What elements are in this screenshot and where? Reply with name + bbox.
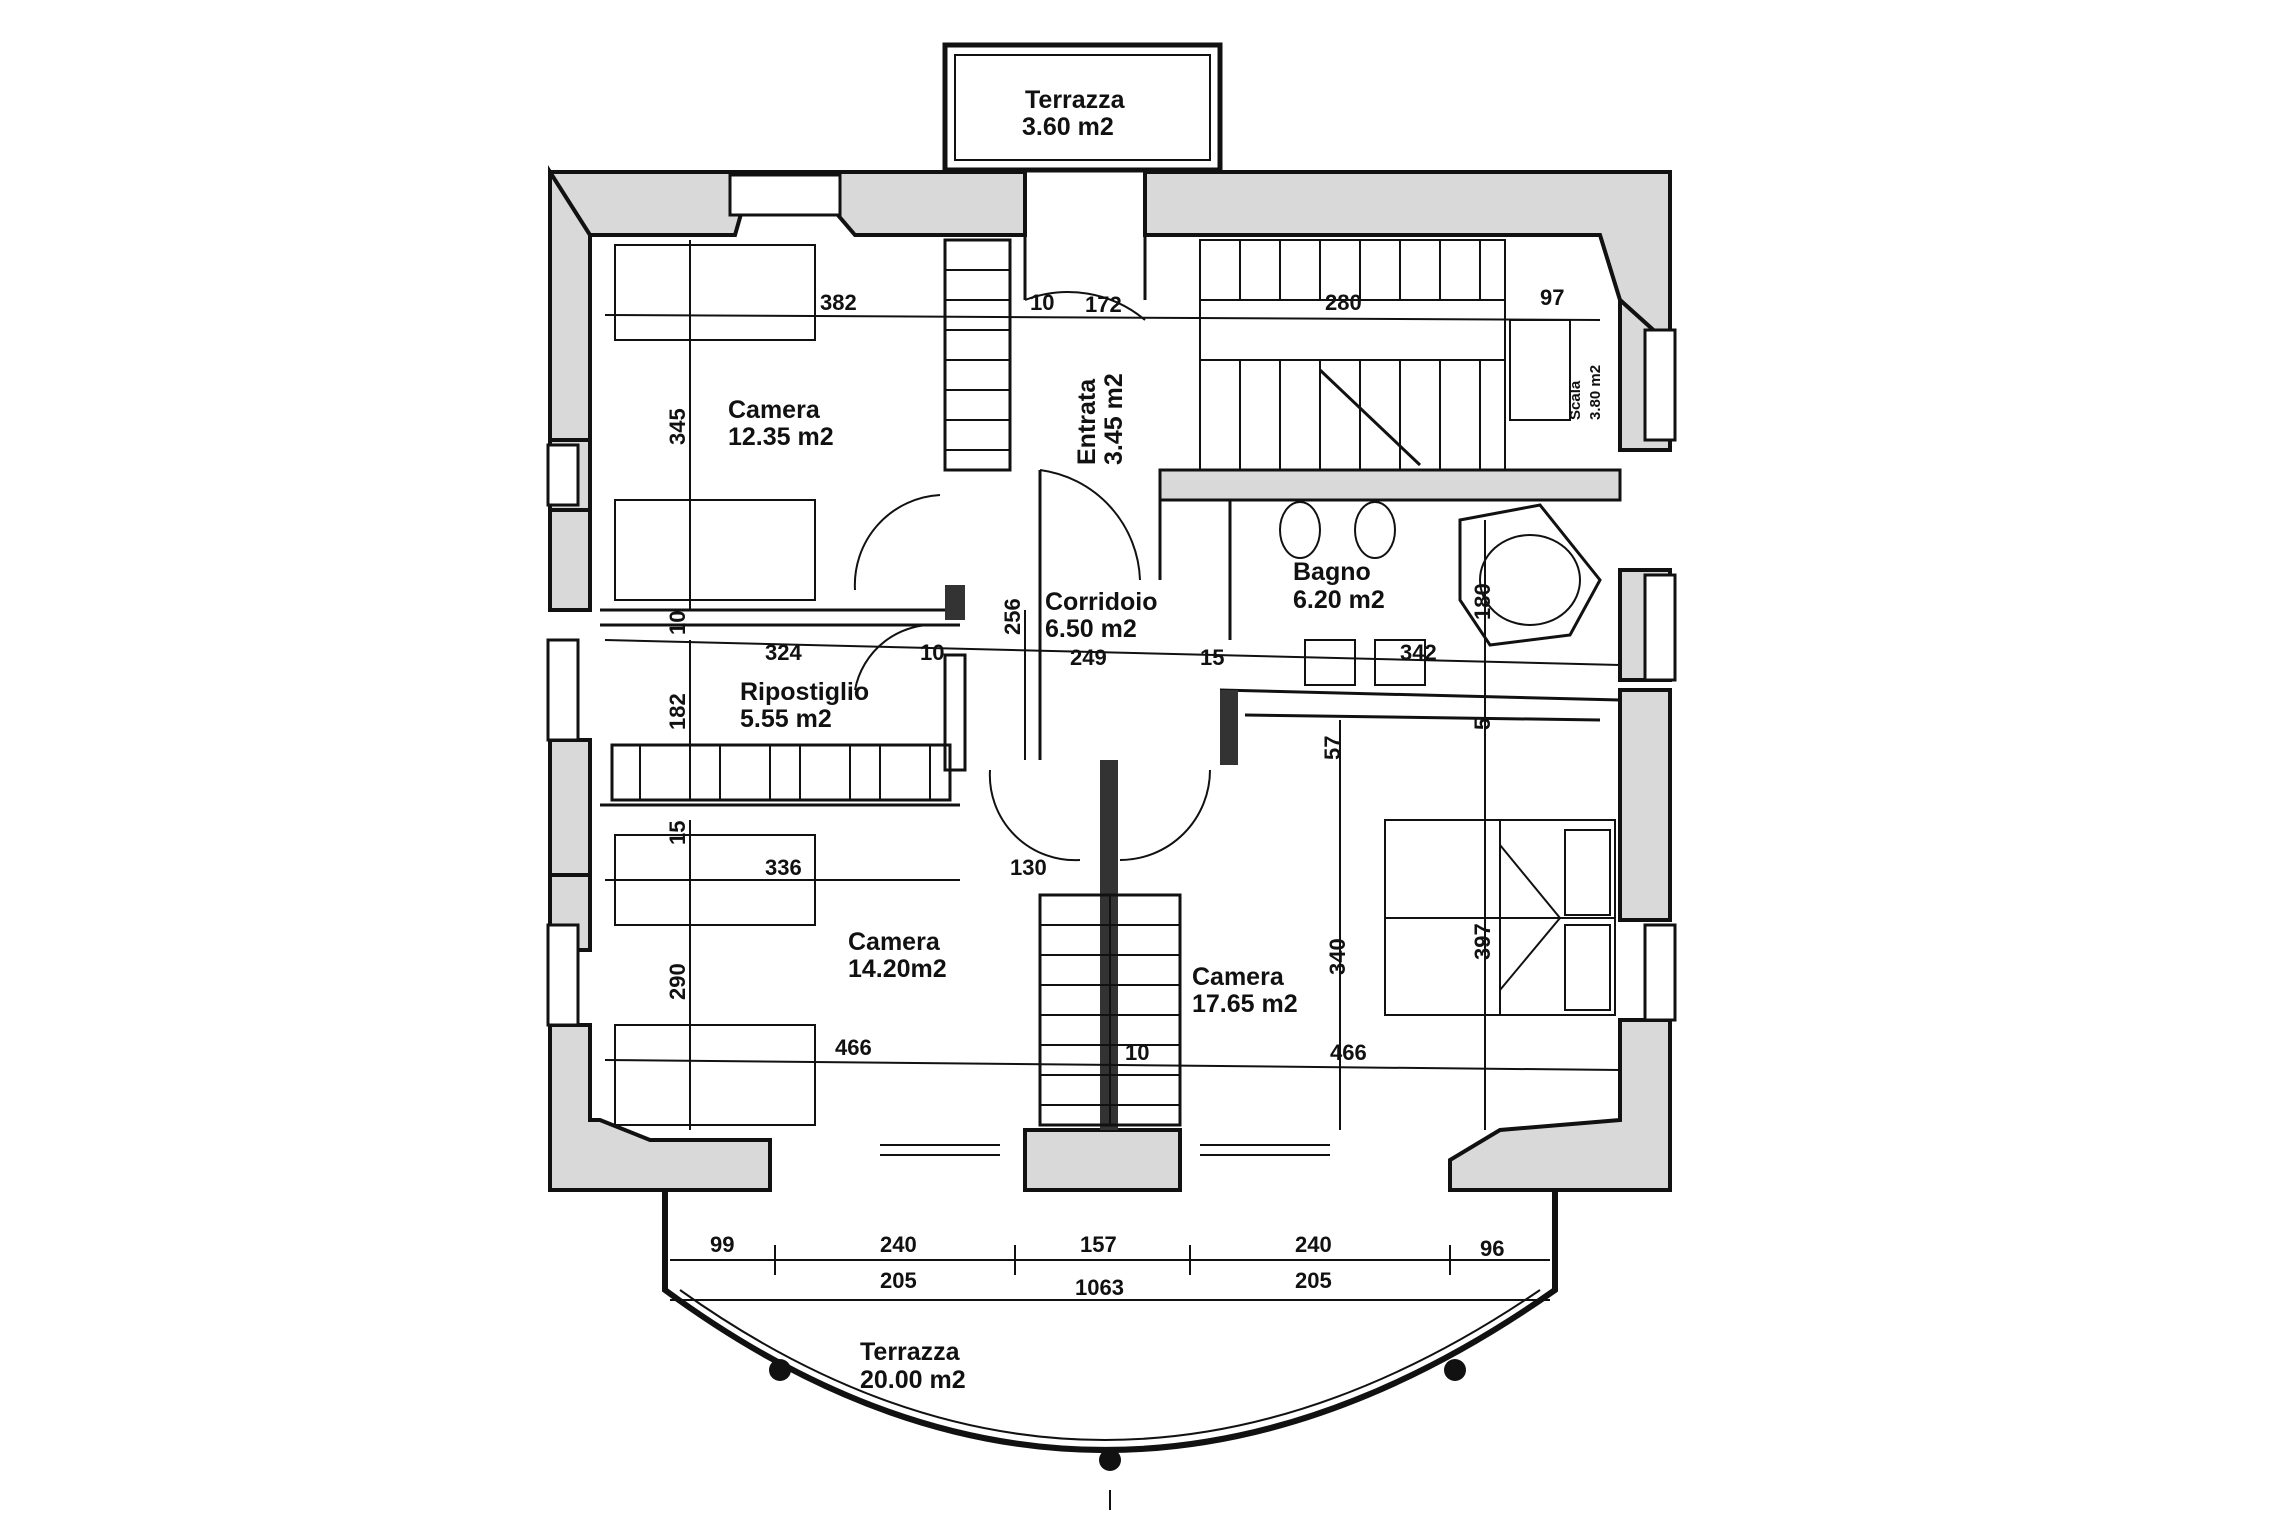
dim-130: 130 [1010,855,1047,880]
dim-466b: 466 [1330,1040,1367,1065]
room-bagno-area: 6.20 m2 [1293,586,1385,614]
dim-205b: 205 [1295,1268,1332,1293]
dim-15b: 15 [665,821,690,845]
dim-57: 57 [1320,736,1345,760]
room-scala-name: Scala [1567,380,1584,420]
dim-345: 345 [665,408,690,445]
room-camera-sw-name: Camera [848,928,941,956]
room-ripostiglio-name: Ripostiglio [740,678,869,706]
dim-205a: 205 [880,1268,917,1293]
dim-182: 182 [665,693,690,730]
dim-10a: 10 [1030,290,1054,315]
dim-290: 290 [665,963,690,1000]
room-camera-se-area: 17.65 m2 [1192,990,1298,1018]
room-ripostiglio-area: 5.55 m2 [740,705,832,733]
top-terrace [942,42,1223,173]
dim-324: 324 [765,640,802,665]
room-bagno-name: Bagno [1293,558,1371,586]
dim-240a: 240 [880,1232,917,1257]
exterior-walls [548,165,1672,1192]
windows [546,173,1677,1156]
dim-97: 97 [1540,285,1564,310]
room-terrazza-bottom-name: Terrazza [860,1338,961,1366]
room-entrata-area: 3.45 m2 [1100,373,1128,465]
dim-10b: 10 [665,611,690,635]
room-camera-nw-name: Camera [728,396,821,424]
wardrobes [610,238,1182,1127]
dim-1063: 1063 [1075,1275,1124,1300]
doors [853,291,1211,862]
dim-466a: 466 [835,1035,872,1060]
dim-280: 280 [1325,290,1362,315]
room-terrazza-top-area: 3.60 m2 [1022,113,1114,141]
dim-249: 249 [1070,645,1107,670]
dim-10d: 10 [1125,1040,1149,1065]
dim-99: 99 [710,1232,734,1257]
room-camera-se-name: Camera [1192,963,1285,991]
dim-10c: 10 [920,640,944,665]
room-terrazza-top-name: Terrazza [1025,86,1126,114]
staircase [1199,239,1571,471]
dim-5: 5 [1470,718,1495,730]
dim-256: 256 [1000,598,1025,635]
room-camera-sw-area: 14.20m2 [848,955,947,983]
room-camera-nw-area: 12.35 m2 [728,423,834,451]
dim-397: 397 [1470,923,1495,960]
dim-180: 180 [1470,583,1495,620]
room-scala-area: 3.80 m2 [1587,365,1604,420]
dim-336: 336 [765,855,802,880]
bottom-terrace [662,1190,1558,1510]
dim-382: 382 [820,290,857,315]
dim-340: 340 [1325,938,1350,975]
room-corridoio-name: Corridoio [1045,588,1158,616]
dim-15: 15 [1200,645,1224,670]
room-entrata-name: Entrata [1073,378,1101,465]
dim-342: 342 [1400,640,1437,665]
dim-96: 96 [1480,1236,1504,1261]
room-terrazza-bottom-area: 20.00 m2 [860,1366,966,1394]
room-corridoio-area: 6.50 m2 [1045,615,1137,643]
dim-157: 157 [1080,1232,1117,1257]
dimension-lines [604,240,1621,1301]
dim-240b: 240 [1295,1232,1332,1257]
dim-172: 172 [1085,292,1122,317]
bathroom-fixtures [1279,501,1602,686]
